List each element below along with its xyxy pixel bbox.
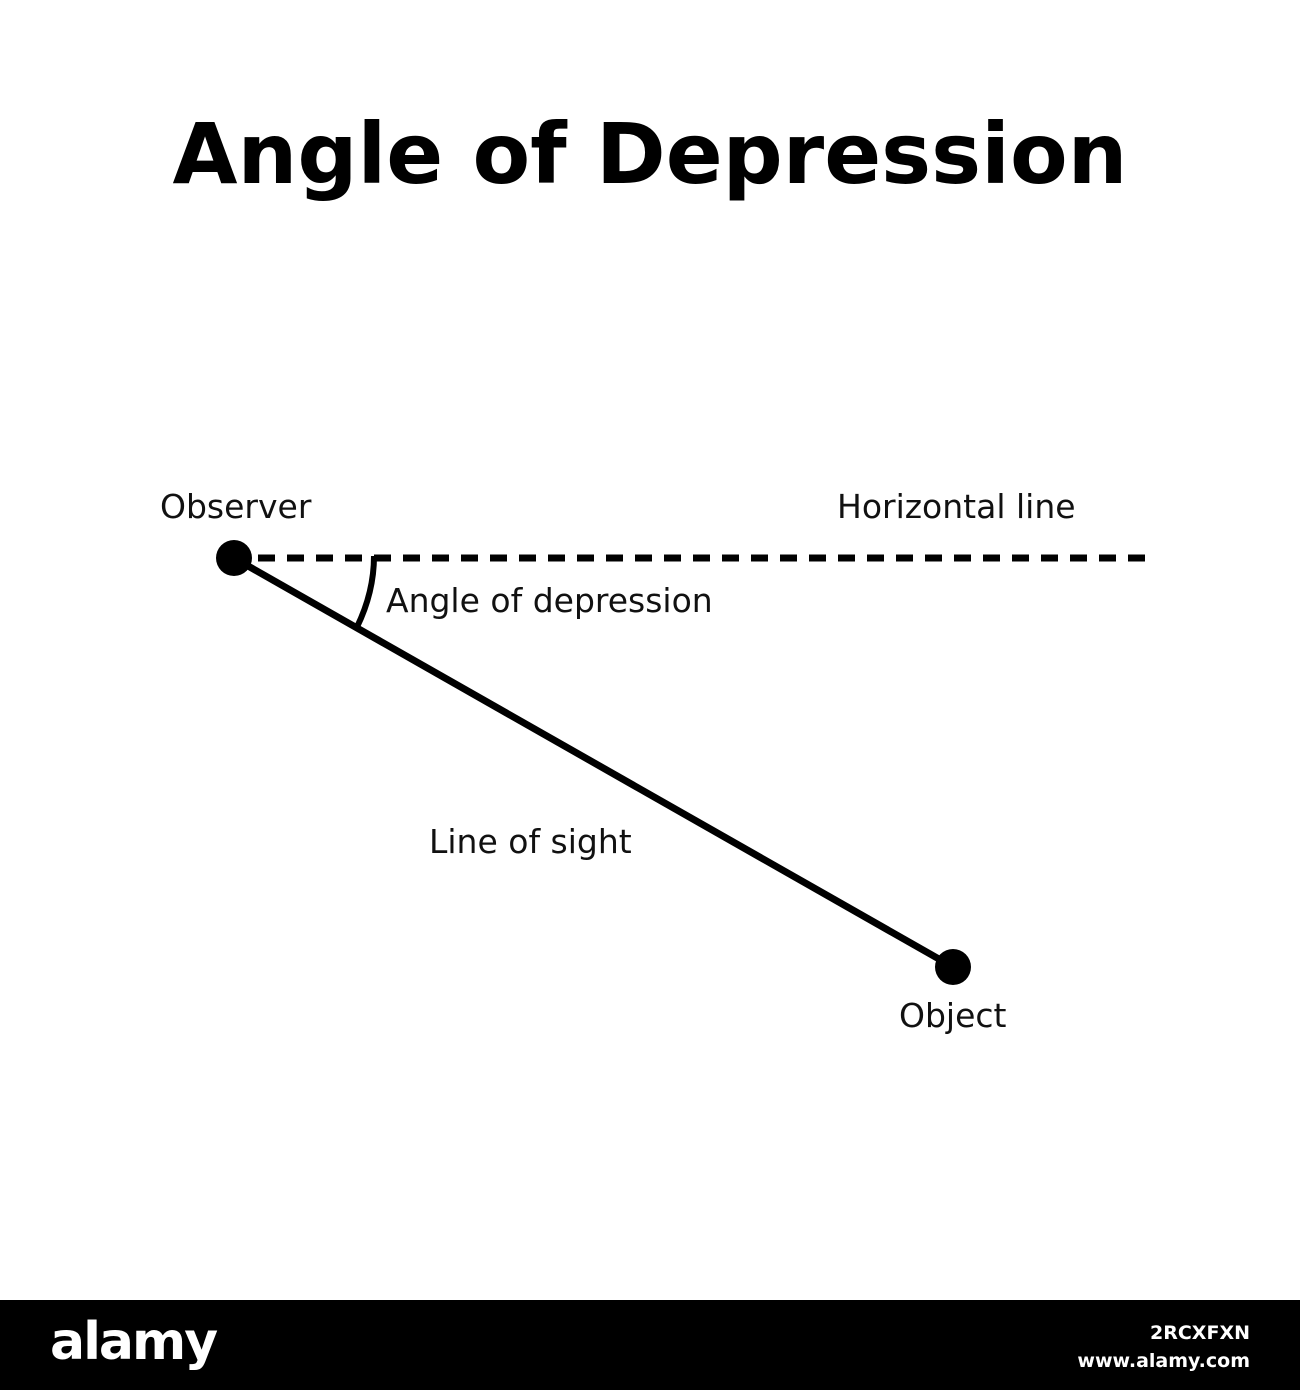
object-label: Object	[899, 996, 1007, 1035]
stock-url: www.alamy.com	[1077, 1350, 1250, 1372]
alamy-logo: alamy	[50, 1312, 218, 1372]
page-title: Angle of Depression	[172, 105, 1128, 203]
observer-label: Observer	[160, 487, 312, 526]
image-id: 2RCXFXN	[1150, 1322, 1250, 1344]
observer-point	[216, 540, 252, 576]
line-of-sight-label: Line of sight	[429, 822, 632, 861]
footer-bar: alamy 2RCXFXN www.alamy.com	[0, 1300, 1300, 1390]
angle-diagram: Observer Horizontal line Angle of depres…	[160, 487, 1148, 1035]
angle-arc	[354, 555, 377, 629]
line-of-sight	[232, 554, 955, 971]
object-point	[935, 949, 971, 985]
angle-of-depression-label: Angle of depression	[386, 581, 713, 620]
horizontal-line-label: Horizontal line	[837, 487, 1076, 526]
diagram-canvas: Angle of Depression Observer Horizontal …	[160, 105, 1148, 1035]
